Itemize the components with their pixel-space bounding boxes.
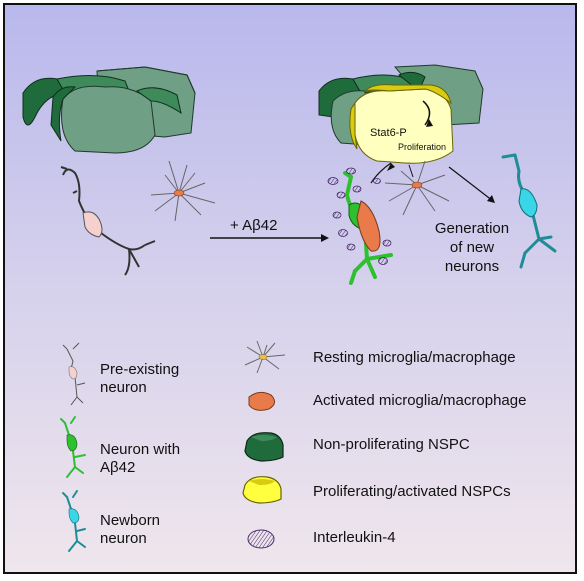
legend-abeta-line-2: Aβ42 <box>100 459 136 476</box>
legend-activated-microglia-label: Activated microglia/macrophage <box>313 392 527 409</box>
legend-abeta-line-1: Neuron with <box>100 441 181 458</box>
generation-line-3: neurons <box>444 258 500 275</box>
legend-resting-microglia-label: Resting microglia/macrophage <box>313 349 516 366</box>
interleukin-blobs <box>327 167 392 265</box>
treatment-label: + Aβ42 <box>230 217 278 234</box>
legend-preexisting-line-1: Pre-existing <box>100 361 180 378</box>
legend-interleukin-icon <box>247 529 275 549</box>
legend-abeta-neuron-icon <box>60 416 86 478</box>
legend-preexisting-line-2: neuron <box>100 379 147 396</box>
legend-proliferating-nspc-icon <box>242 476 282 504</box>
legend-proliferating-nspc-label: Proliferating/activated NSPCs <box>313 483 511 500</box>
nspc-cell-front <box>61 85 156 154</box>
legend-abeta-neuron-label: Neuron with Aβ42 <box>100 441 180 477</box>
legend-newborn-line-2: neuron <box>100 530 147 547</box>
generation-line-1: Generation <box>434 220 510 237</box>
right-nspc-cluster <box>318 64 484 164</box>
legend-nonproliferating-nspc-label: Non-proliferating NSPC <box>313 436 470 453</box>
legend-newborn-neuron-label: Newborn neuron <box>100 512 160 548</box>
generation-line-2: of new <box>449 239 495 256</box>
left-nspc-cluster <box>22 66 196 154</box>
nspc-cell-left <box>22 77 66 126</box>
proliferation-label: Proliferation <box>398 142 447 152</box>
legend-interleukin-label: Interleukin-4 <box>313 529 396 546</box>
left-preexisting-neuron <box>60 166 156 276</box>
generation-label: Generation of new neurons <box>417 219 527 276</box>
legend-nonproliferating-nspc-icon <box>244 432 284 462</box>
stat6-label: Stat6-P <box>370 127 407 139</box>
figure-frame: + Aβ42 Stat6-P Proliferation Generation … <box>3 3 577 574</box>
activated-microglia-body <box>356 200 381 252</box>
legend-activated-microglia-icon <box>248 391 275 411</box>
legend-preexisting-neuron-label: Pre-existing neuron <box>100 361 179 397</box>
left-neuron-soma <box>82 211 103 238</box>
legend-newborn-line-1: Newborn <box>100 512 161 529</box>
legend-newborn-neuron-icon <box>62 490 86 552</box>
diagram-canvas <box>22 64 557 552</box>
